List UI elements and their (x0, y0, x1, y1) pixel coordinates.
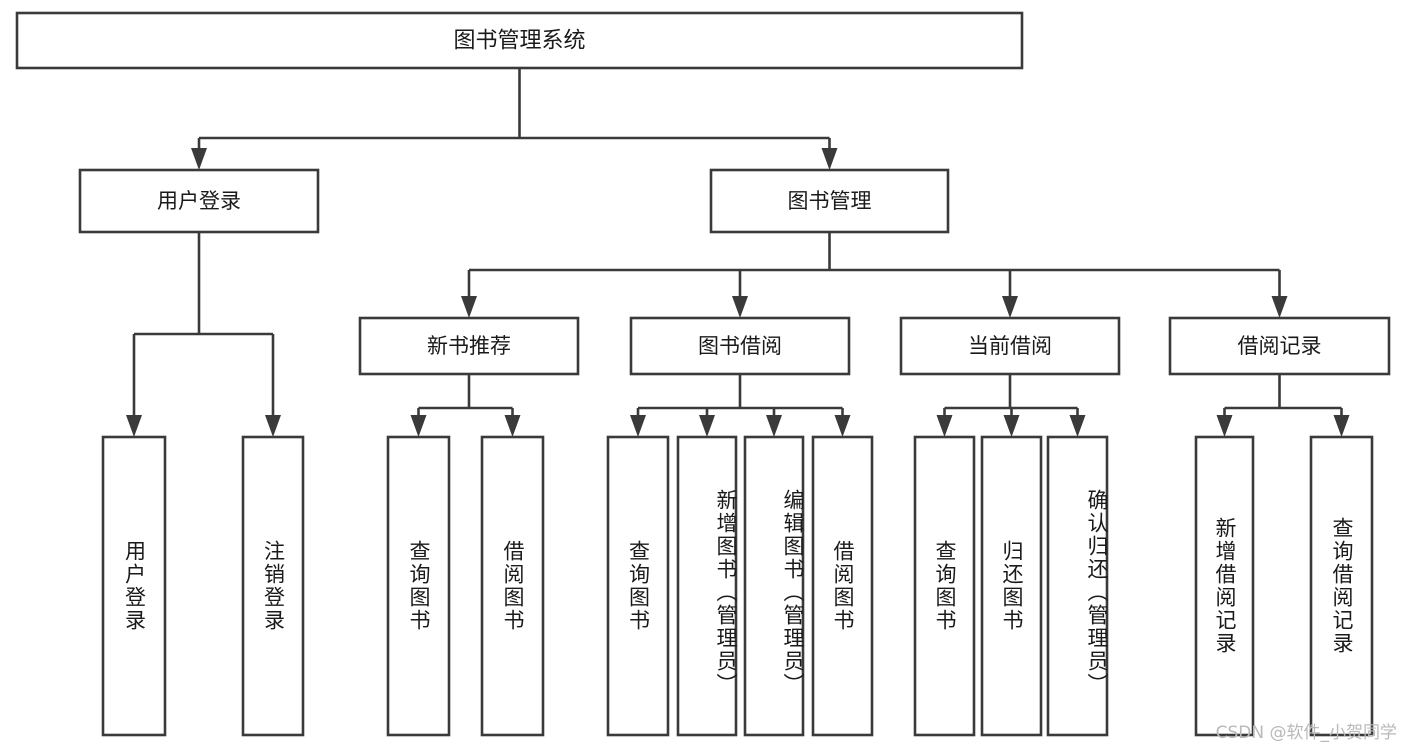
edge-arrowhead (630, 415, 646, 437)
edge-arrowhead (410, 415, 427, 437)
edge-arrowhead (191, 148, 207, 170)
node-leaf-query-book-bb[interactable] (606, 435, 670, 737)
node-box-leaf-logout (241, 435, 305, 737)
node-label-current-borrow: 当前借阅 (968, 334, 1052, 358)
node-box-borrow-record (1168, 316, 1391, 376)
node-box-leaf-query-record (1309, 435, 1374, 737)
node-box-book-borrow (629, 316, 851, 376)
edge-arrowhead (126, 415, 142, 437)
edge-arrowhead (699, 415, 715, 437)
node-label-new-book-rec: 新书推荐 (427, 334, 511, 358)
edge-arrowhead (1003, 415, 1020, 437)
node-user-login[interactable]: 用户登录 (78, 168, 320, 234)
node-box-leaf-query-book-cb (913, 435, 976, 737)
node-box-leaf-add-record (1194, 435, 1255, 737)
node-leaf-return-book[interactable] (980, 435, 1043, 737)
node-box-current-borrow (899, 316, 1121, 376)
node-box-leaf-query-book-rec (386, 435, 451, 737)
edge-arrowhead (1216, 415, 1233, 437)
node-box-leaf-edit-book (743, 435, 805, 737)
node-label-book-borrow: 图书借阅 (698, 334, 782, 358)
node-leaf-query-book-rec[interactable] (386, 435, 451, 737)
node-box-book-manage (709, 168, 950, 234)
edge-arrowhead (1333, 415, 1350, 437)
node-current-borrow[interactable]: 当前借阅 (899, 316, 1121, 376)
node-label-borrow-record: 借阅记录 (1238, 334, 1322, 358)
node-leaf-query-record[interactable] (1309, 435, 1374, 737)
node-new-book-rec[interactable]: 新书推荐 (358, 316, 580, 376)
node-leaf-add-record[interactable] (1194, 435, 1255, 737)
edge-arrowhead (504, 415, 521, 437)
edge-arrowhead (766, 415, 782, 437)
node-root[interactable]: 图书管理系统 (15, 11, 1024, 70)
edge-arrowhead (936, 415, 953, 437)
node-leaf-confirm-return[interactable] (1046, 435, 1109, 737)
edge-arrowhead (265, 415, 281, 437)
node-book-manage[interactable]: 图书管理 (709, 168, 950, 234)
node-leaf-add-book[interactable] (676, 435, 738, 737)
node-box-leaf-user-login (101, 435, 167, 737)
node-label-user-login: 用户登录 (157, 189, 241, 213)
edge-arrowhead (461, 296, 477, 318)
edge-arrowhead (1069, 415, 1086, 437)
edge-arrowhead (834, 415, 851, 437)
node-box-user-login (78, 168, 320, 234)
edge-arrowhead (1002, 296, 1018, 318)
edge-arrowhead (821, 148, 838, 170)
node-label-book-manage: 图书管理 (788, 189, 872, 213)
edge-arrowhead (732, 296, 748, 318)
node-leaf-borrow-book-bb[interactable] (811, 435, 874, 737)
node-box-root (15, 11, 1024, 70)
node-box-new-book-rec (358, 316, 580, 376)
node-box-leaf-borrow-book-bb (811, 435, 874, 737)
node-borrow-record[interactable]: 借阅记录 (1168, 316, 1391, 376)
node-box-leaf-confirm-return (1046, 435, 1109, 737)
node-book-borrow[interactable]: 图书借阅 (629, 316, 851, 376)
node-leaf-logout[interactable] (241, 435, 305, 737)
node-box-leaf-query-book-bb (606, 435, 670, 737)
node-leaf-query-book-cb[interactable] (913, 435, 976, 737)
node-box-leaf-return-book (980, 435, 1043, 737)
edges-layer (126, 68, 1350, 437)
node-box-leaf-borrow-book-rec (480, 435, 545, 737)
node-leaf-borrow-book-rec[interactable] (480, 435, 545, 737)
node-leaf-edit-book[interactable] (743, 435, 805, 737)
node-box-leaf-add-book (676, 435, 738, 737)
node-leaf-user-login[interactable] (101, 435, 167, 737)
edge-arrowhead (1271, 296, 1288, 318)
node-label-root: 图书管理系统 (453, 29, 585, 54)
